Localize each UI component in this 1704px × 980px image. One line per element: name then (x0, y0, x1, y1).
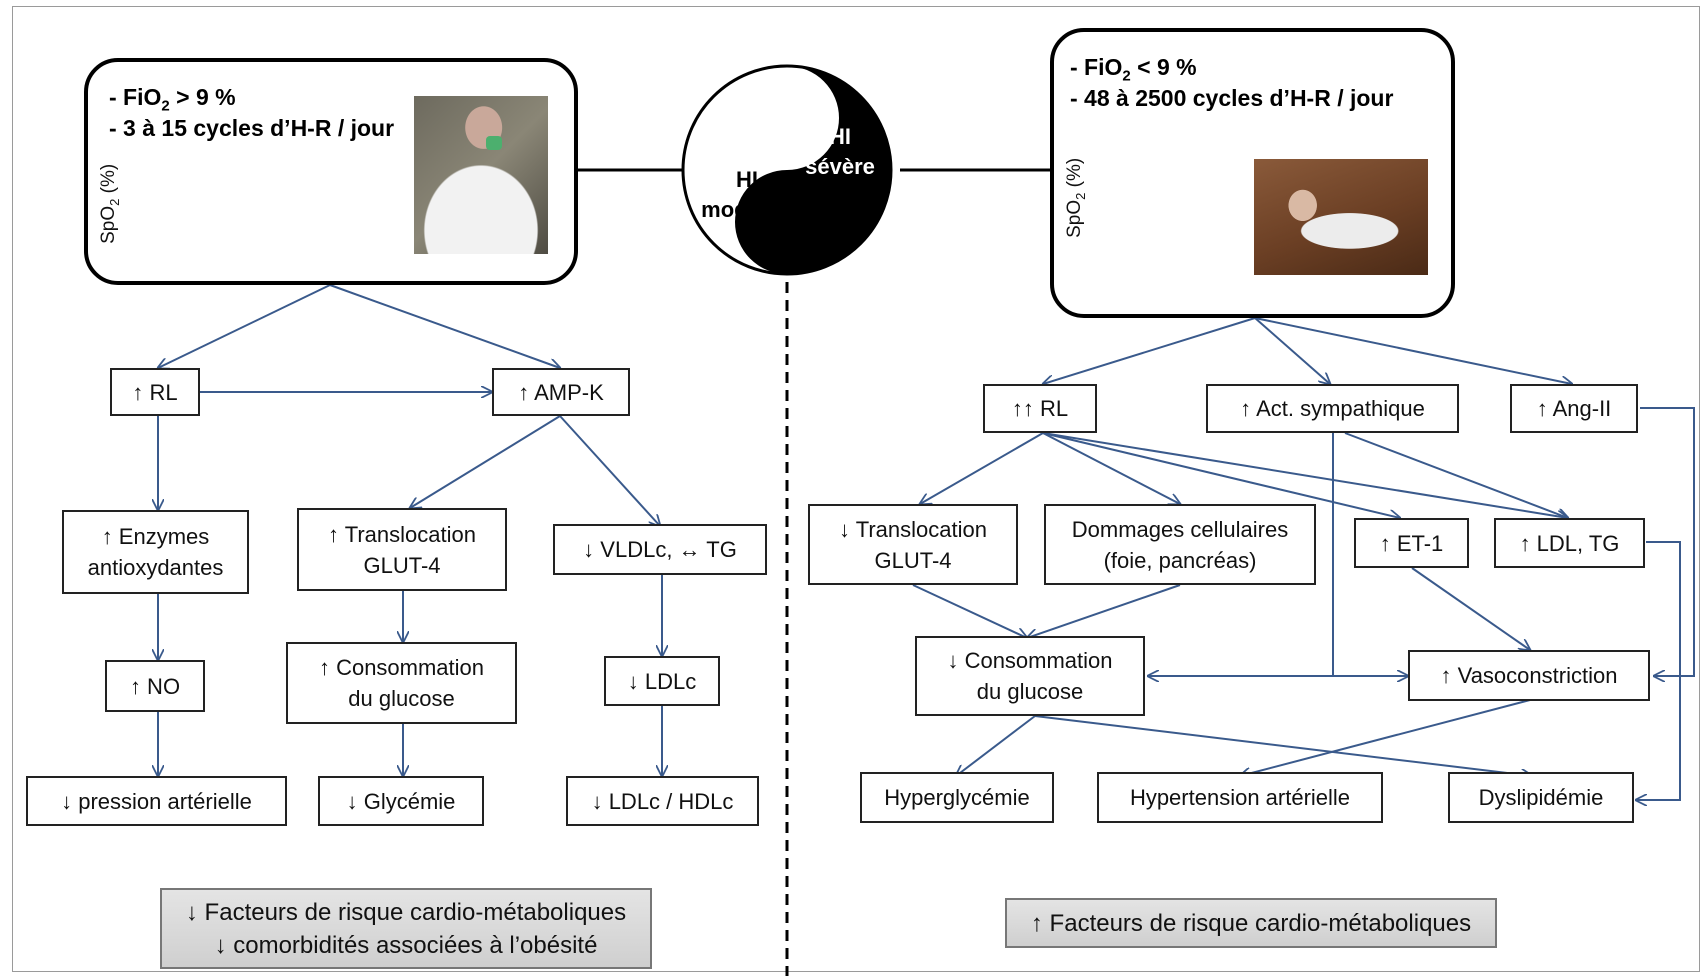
right-et1-node: ↑ ET-1 (1354, 518, 1469, 568)
edge-rl-et1 (1042, 432, 1400, 518)
left-consommation-node: ↑ Consommation du glucose (286, 642, 517, 724)
hi-moderee-label: HI modérée (701, 167, 793, 222)
edge-vaso-hypertension (1240, 699, 1531, 776)
right-dyslipidemie-node: Dyslipidémie (1448, 772, 1634, 823)
right-spo2-axis-label: SpO2 (%) (1064, 157, 1088, 238)
left-translocation-node: ↑ Translocation GLUT-4 (297, 508, 507, 591)
right-cycles-line: - 48 à 2500 cycles d’H-R / jour (1070, 85, 1394, 111)
right-fio2-line: - FiO2 < 9 % (1070, 54, 1197, 85)
left-pression-node: ↓ pression artérielle (26, 776, 287, 826)
right-consommation-node: ↓ Consommation du glucose (915, 636, 1145, 716)
edge-rl-ldltg (1042, 432, 1568, 518)
edge-rheader-rl (1043, 317, 1256, 384)
yang-dot (777, 220, 797, 240)
left-glycemie-node: ↓ Glycémie (318, 776, 484, 826)
edge-consommation-hyperglycemie (956, 715, 1036, 776)
right-vasoconstriction-node: ↑ Vasoconstriction (1408, 650, 1650, 701)
left-ratio-node: ↓ LDLc / HDLc (566, 776, 759, 826)
left-summary-box: ↓ Facteurs de risque cardio-métaboliques… (160, 888, 652, 969)
yin-dot (777, 108, 797, 128)
edge-rheader-act (1254, 317, 1330, 384)
edge-header-rl (158, 284, 331, 368)
edge-consommation-dyslipidemie (1034, 715, 1532, 776)
edge-ang-vasoconstriction (1640, 407, 1695, 676)
right-hypertension-node: Hypertension artérielle (1097, 772, 1383, 823)
right-patient-photo (1254, 159, 1428, 275)
left-ampk-node: ↑ AMP-K (492, 368, 630, 416)
edge-rl-dommages (1042, 432, 1180, 504)
left-fio2-line: - FiO2 > 9 % (109, 84, 236, 115)
edge-header-ampk (329, 284, 560, 368)
edge-et1-vasoconstriction (1411, 567, 1530, 650)
edge-ampk-translocation (410, 415, 561, 508)
edge-rheader-ang (1254, 317, 1572, 384)
right-ldltg-node: ↑ LDL, TG (1494, 518, 1645, 568)
right-rl-node: ↑↑ RL (983, 384, 1097, 433)
right-summary-box: ↑ Facteurs de risque cardio-métaboliques (1005, 898, 1497, 948)
left-patient-photo (414, 96, 548, 254)
left-condition-box: - FiO2 > 9 % - 3 à 15 cycles d’H-R / jou… (84, 58, 578, 285)
left-no-node: ↑ NO (105, 660, 205, 712)
left-enzymes-node: ↑ Enzymes antioxydantes (62, 510, 249, 594)
edge-ampk-vldlc (559, 415, 660, 526)
figure-frame (12, 6, 1700, 972)
right-ang-node: ↑ Ang-II (1510, 384, 1638, 433)
left-vldlc-node: ↓ VLDLc, ↔ TG (553, 524, 767, 575)
edge-dommages-consommation (1027, 584, 1181, 638)
edge-rl-translocation (920, 432, 1044, 504)
edge-act-ldltg (1344, 432, 1568, 518)
left-cycles-line: - 3 à 15 cycles d’H-R / jour (109, 115, 395, 141)
edge-ldltg-dyslipidemie (1636, 541, 1681, 800)
hi-severe-label: HI sévère (805, 124, 875, 179)
edge-translocation-consommation (912, 584, 1027, 638)
yin-yang-symbol (681, 64, 893, 276)
mask-icon (486, 136, 502, 150)
left-rl-node: ↑ RL (110, 368, 200, 416)
right-dommages-node: Dommages cellulaires (foie, pancréas) (1044, 504, 1316, 585)
right-condition-box: - FiO2 < 9 % - 48 à 2500 cycles d’H-R / … (1050, 28, 1455, 318)
left-spo2-axis-label: SpO2 (%) (98, 163, 122, 244)
right-hyperglycemie-node: Hyperglycémie (860, 772, 1054, 823)
left-ldlc-node: ↓ LDLc (604, 656, 720, 706)
right-act-node: ↑ Act. sympathique (1206, 384, 1459, 433)
right-translocation-node: ↓ Translocation GLUT-4 (808, 504, 1018, 585)
